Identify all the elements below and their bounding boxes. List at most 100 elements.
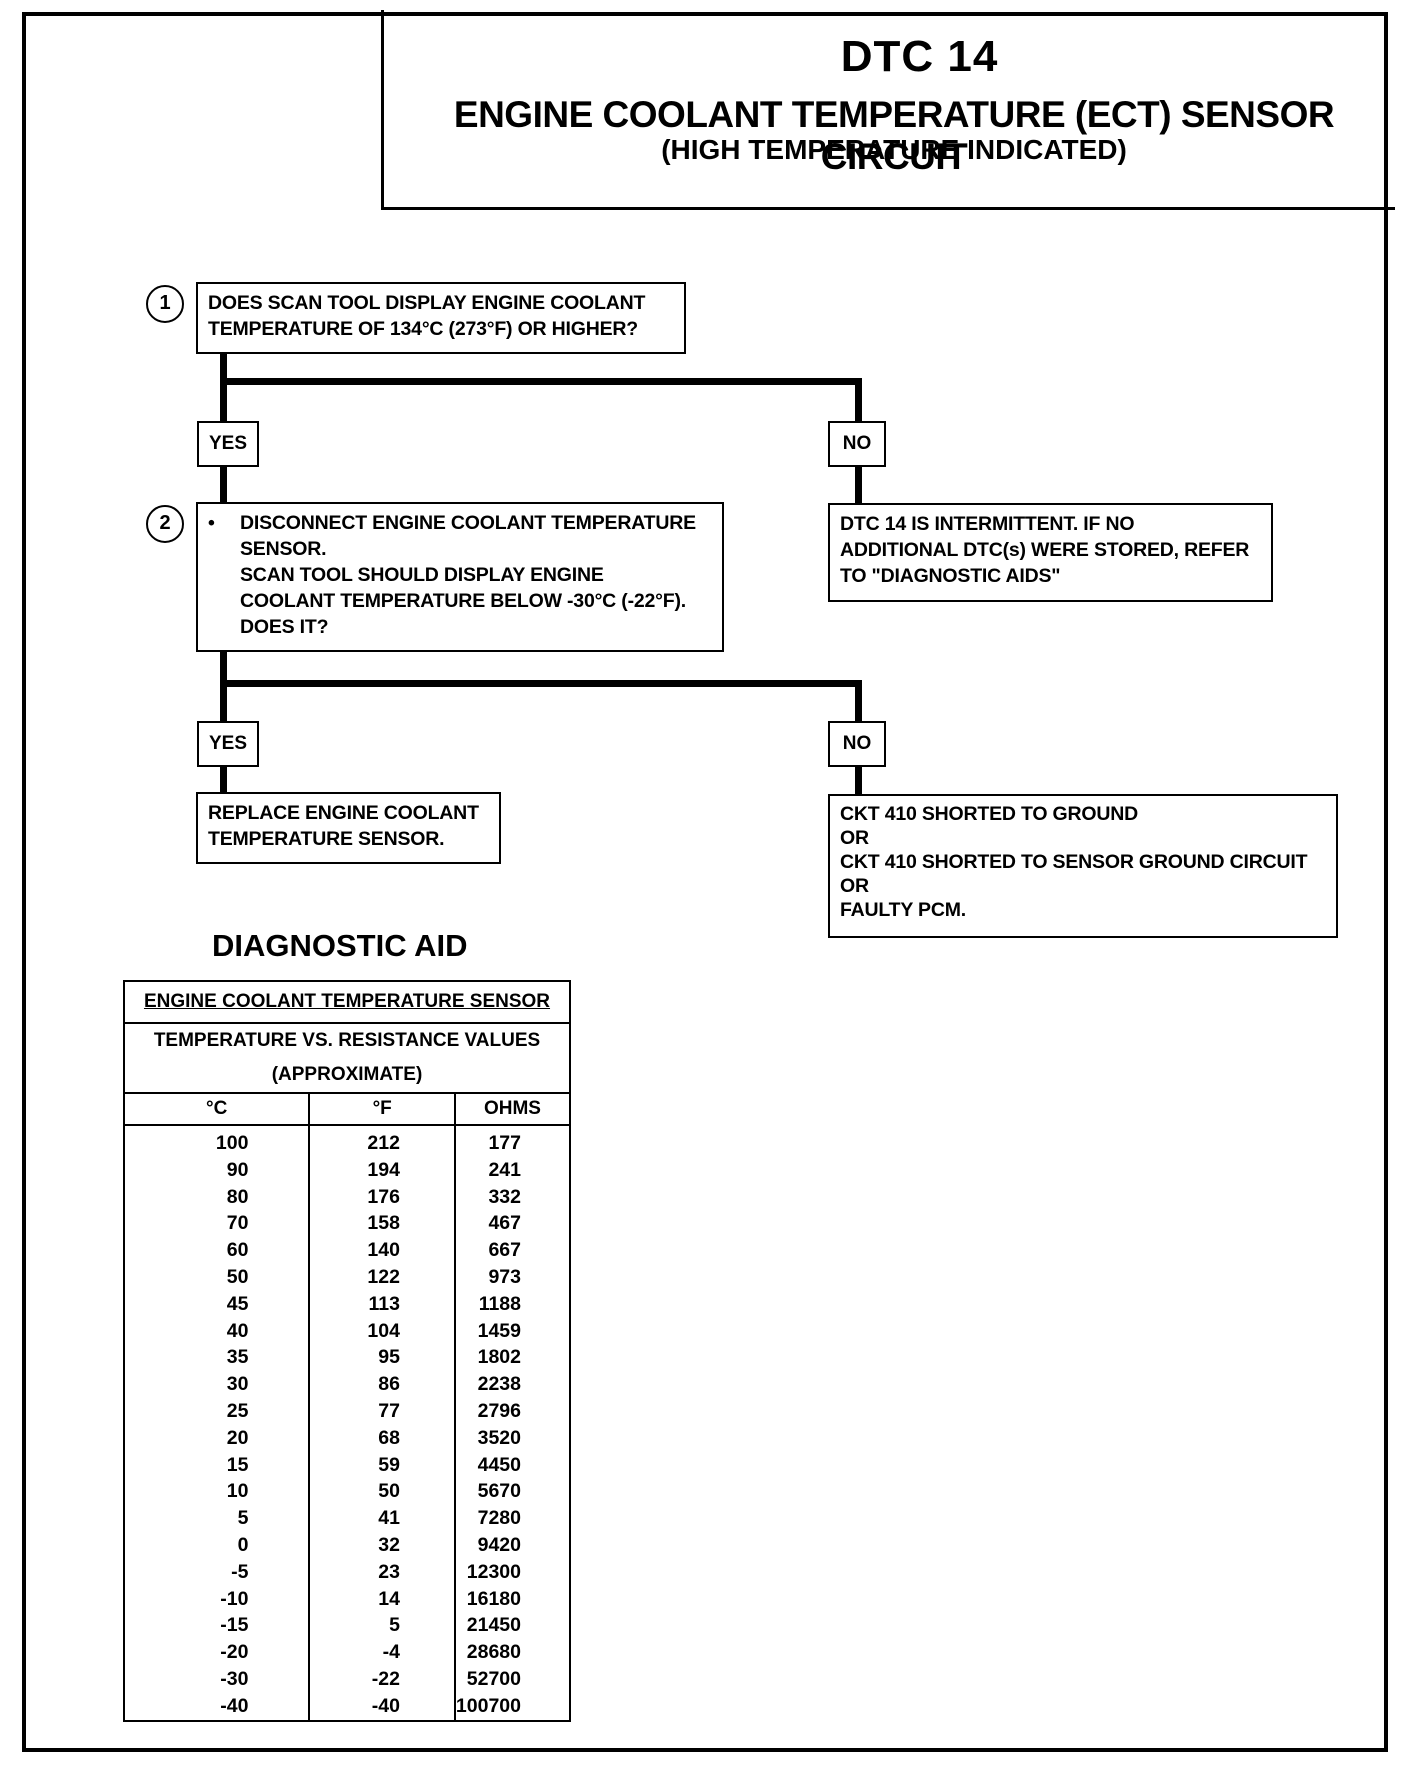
column-header-ohms: OHMS <box>453 1093 570 1126</box>
cell-ohms: 3520 <box>453 1424 570 1452</box>
cell-celsius: -40 <box>220 1694 249 1717</box>
cell-celsius: -20 <box>220 1641 249 1664</box>
cell-celsius: 80 <box>226 1185 249 1208</box>
connector-branch2-no <box>855 680 862 724</box>
no2-result-box: CKT 410 SHORTED TO GROUND OR CKT 410 SHO… <box>828 794 1338 938</box>
cell-ohms: 7280 <box>453 1505 570 1532</box>
cell-celsius: 60 <box>226 1239 249 1262</box>
cell-fahrenheit: 140 <box>308 1237 455 1264</box>
connector-step1-yes <box>220 352 227 427</box>
cell-fahrenheit: 95 <box>308 1344 455 1372</box>
cell-fahrenheit: 77 <box>308 1397 455 1425</box>
cell-celsius: 90 <box>226 1158 249 1181</box>
resistance-table: ENGINE COOLANT TEMPERATURE SENSOR TEMPER… <box>123 980 571 1722</box>
cell-fahrenheit: 50 <box>308 1478 455 1506</box>
cell-celsius: 15 <box>226 1453 249 1476</box>
table-header-row: °C °F OHMS <box>124 1093 570 1126</box>
cell-ohms: 1188 <box>453 1290 570 1318</box>
cell-fahrenheit: 194 <box>308 1156 455 1184</box>
cell-celsius: 45 <box>226 1292 249 1315</box>
connector-yes2-result <box>220 764 227 794</box>
yes2-result-line: REPLACE ENGINE COOLANT <box>208 802 479 824</box>
branch1-no-label: NO <box>828 421 886 467</box>
cell-fahrenheit: 68 <box>308 1424 455 1452</box>
column-header-fahrenheit: °F <box>308 1093 455 1126</box>
cell-ohms: 241 <box>453 1156 570 1184</box>
cell-celsius: 25 <box>226 1399 249 1422</box>
connector-no2-result <box>855 764 862 794</box>
no1-result-line: TO "DIAGNOSTIC AIDS" <box>840 565 1061 587</box>
cell-fahrenheit: 122 <box>308 1263 455 1291</box>
page-title: ENGINE COOLANT TEMPERATURE (ECT) SENSOR … <box>453 94 1335 177</box>
no2-result-line: OR <box>840 875 869 897</box>
cell-ohms: 667 <box>453 1237 570 1264</box>
branch1-yes-label: YES <box>197 421 259 467</box>
step-number-1: 1 <box>146 285 184 323</box>
no1-result-box: DTC 14 IS INTERMITTENT. IF NO ADDITIONAL… <box>828 503 1273 602</box>
branch2-no-label: NO <box>828 721 886 767</box>
step1-line: TEMPERATURE OF 134°C (273°F) OR HIGHER? <box>208 318 638 340</box>
cell-ohms: 5670 <box>453 1478 570 1506</box>
cell-fahrenheit: 158 <box>308 1210 455 1238</box>
page-subtitle: (HIGH TEMPERATURE INDICATED) <box>661 134 1127 165</box>
cell-fahrenheit: 5 <box>308 1612 455 1640</box>
yes2-result-line: TEMPERATURE SENSOR. <box>208 828 445 850</box>
cell-celsius: 0 <box>237 1533 249 1556</box>
diagnostic-aid-title: DIAGNOSTIC AID <box>212 928 468 963</box>
cell-fahrenheit: 41 <box>308 1505 455 1532</box>
cell-celsius: -5 <box>231 1560 249 1583</box>
cell-fahrenheit: 23 <box>308 1558 455 1586</box>
table-caption: ENGINE COOLANT TEMPERATURE SENSOR <box>124 981 570 1024</box>
cell-ohms: 28680 <box>453 1639 570 1666</box>
cell-ohms: 9420 <box>453 1531 570 1559</box>
cell-celsius: 30 <box>226 1373 249 1396</box>
cell-celsius: 35 <box>226 1346 249 1369</box>
step2-line: DISCONNECT ENGINE COOLANT TEMPERATURE <box>240 512 696 534</box>
no2-result-line: OR <box>840 827 869 849</box>
cell-fahrenheit: 32 <box>308 1531 455 1559</box>
cell-fahrenheit: 212 <box>308 1125 455 1157</box>
table-subcaption-line: (APPROXIMATE) <box>271 1064 423 1085</box>
cell-fahrenheit: -22 <box>308 1665 455 1693</box>
cell-ohms: 1802 <box>453 1344 570 1372</box>
cell-ohms: 2238 <box>453 1371 570 1398</box>
step2-line: SENSOR. <box>240 538 327 560</box>
branch2-yes-label: YES <box>197 721 259 767</box>
cell-celsius: 20 <box>226 1426 249 1449</box>
no2-result-line: CKT 410 SHORTED TO GROUND <box>840 803 1139 825</box>
yes2-result-box: REPLACE ENGINE COOLANT TEMPERATURE SENSO… <box>196 792 501 864</box>
cell-ohms: 332 <box>453 1183 570 1211</box>
connector-branch1-no <box>855 378 862 424</box>
step-number-2: 2 <box>146 505 184 543</box>
column-header-celsius: °C <box>124 1093 310 1126</box>
cell-ohms: 973 <box>453 1263 570 1291</box>
cell-ohms: 467 <box>453 1210 570 1238</box>
cell-ohms: 177 <box>453 1125 570 1157</box>
no2-result-line: CKT 410 SHORTED TO SENSOR GROUND CIRCUIT <box>840 851 1308 873</box>
connector-yes1-step2 <box>220 466 227 504</box>
cell-ohms: 1459 <box>453 1317 570 1345</box>
step2-bullet-item: • DISCONNECT ENGINE COOLANT TEMPERATURE … <box>208 510 712 640</box>
step2-line: SCAN TOOL SHOULD DISPLAY ENGINE <box>240 564 604 586</box>
no1-result-line: DTC 14 IS INTERMITTENT. IF NO <box>840 513 1135 535</box>
table-subcaption-line: TEMPERATURE VS. RESISTANCE VALUES <box>153 1030 541 1051</box>
cell-fahrenheit: -4 <box>308 1639 455 1666</box>
cell-fahrenheit: -40 <box>308 1692 455 1721</box>
cell-celsius: 10 <box>226 1480 249 1503</box>
